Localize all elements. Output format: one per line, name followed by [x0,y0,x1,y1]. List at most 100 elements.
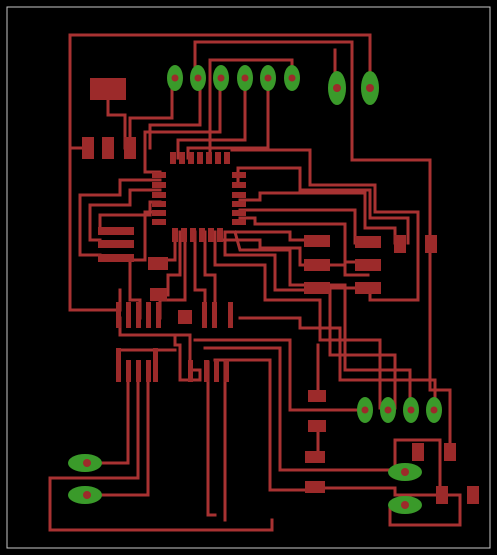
ic-pin [152,219,166,225]
trace [68,146,122,312]
trace [128,78,174,150]
smd-pad [412,443,424,461]
trace [428,241,452,452]
connector-right [388,463,422,514]
trace [388,493,462,527]
drill-hole [384,406,392,414]
smd-pad [126,302,131,328]
ic-pin [152,201,166,207]
drill-hole [83,459,91,467]
smd-pad [355,259,381,271]
smd-pad [436,486,448,504]
smd-pad [355,236,381,248]
trace [203,346,397,472]
ic-pin [199,228,205,242]
smd-pad [224,360,229,382]
smd-pad [305,481,325,493]
smd-pad [467,486,479,504]
smd-pad [212,302,217,328]
ic-pin [232,219,246,225]
drill-hole [401,468,409,476]
trace [393,438,442,497]
trace [148,78,202,150]
trace [213,358,317,492]
trace [220,238,320,267]
ic-pin [232,172,246,178]
ic-pin [181,228,187,242]
smd-pad [304,259,330,271]
drill-hole [83,491,91,499]
header-top [167,65,300,91]
trace [143,78,222,174]
trace [223,230,397,410]
smd-pad [150,288,167,301]
smd-pad [153,348,158,382]
ic-pin [152,172,166,178]
trace [48,360,274,532]
drill-hole [288,74,296,82]
smd-pad [136,302,141,328]
ic-pin [172,228,178,242]
trace [238,191,397,245]
trace [83,360,150,497]
trace [173,333,182,372]
smd-pad [202,302,207,328]
ic-pin [232,192,246,198]
smd-pad [444,443,456,461]
trace [193,40,432,245]
trace [78,178,162,257]
smd-pad-long [98,254,134,262]
smd-pad [124,137,136,159]
ic-pin [215,152,221,164]
trace [203,230,217,320]
trace [213,230,382,410]
drill-hole [366,84,374,92]
trace [238,316,437,410]
drill-hole [407,406,415,414]
drill-hole [361,406,369,414]
drill-hole [430,406,438,414]
smd-pad [425,235,437,253]
board-outline [6,6,491,549]
through-hole-pads [68,65,442,514]
trace [193,338,367,412]
ic-pin [152,192,166,198]
ic-pin [170,152,176,164]
header-right [357,397,442,423]
ic-pin [152,210,166,216]
trace [233,230,412,410]
smd-pad [304,235,330,247]
trace [238,216,370,264]
trace [236,166,410,245]
smd-pad [126,360,131,382]
smd-pad [308,390,326,402]
smd-pad [204,360,209,382]
ic-pin [188,152,194,164]
header-top-right [328,71,379,105]
trace [313,486,437,497]
drill-hole [241,74,249,82]
ic-pin [206,152,212,164]
smd-pad [308,420,326,432]
smd-pad [178,310,192,324]
smd-pad [214,360,219,382]
trace [316,263,370,277]
smd-pad [304,282,330,294]
trace [98,210,162,262]
smd-pad [305,451,325,463]
smd-pad [146,360,151,382]
smd-pad [146,302,151,328]
smd-pad [102,137,114,159]
ic-pin [208,228,214,242]
drill-hole [264,74,272,82]
trace [68,33,372,150]
copper-traces [48,33,462,532]
smd-pads [82,78,479,504]
smd-pad-long [98,227,134,235]
smd-pad [148,257,168,270]
smd-pad [188,360,193,382]
ic-pin [232,201,246,207]
ic-pin [224,152,230,164]
ic-pin [197,152,203,164]
